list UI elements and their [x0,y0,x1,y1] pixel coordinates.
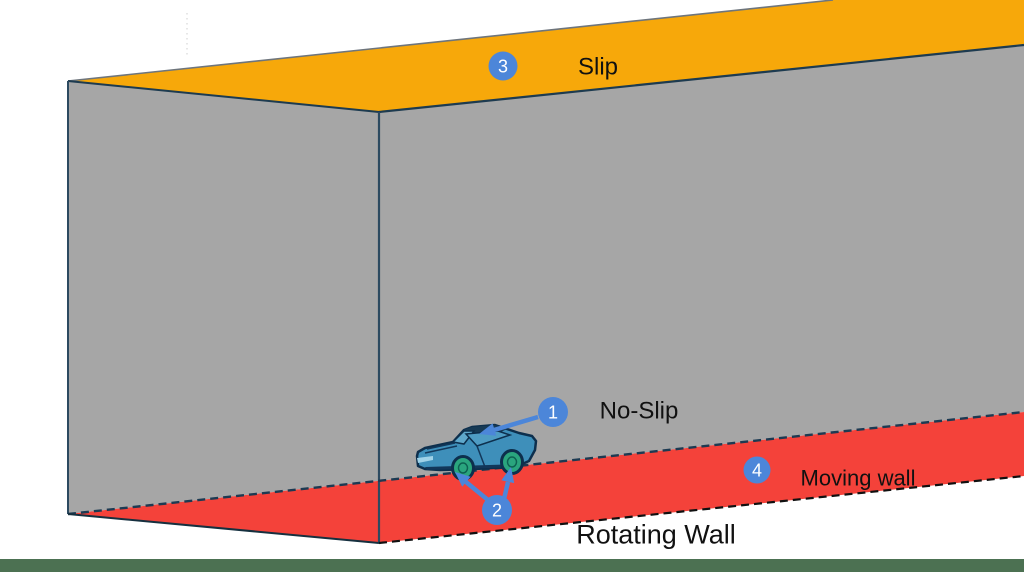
badge-1-circle [538,397,568,427]
top-left-edge [67,80,380,113]
badge-4-number: 4 [752,460,762,480]
bottom-bar [0,559,1024,572]
floor-near-edge-dashed [378,474,1024,545]
no-slip-arrow-head [479,423,497,436]
no-slip-label: No-Slip [600,397,679,424]
floor-left-edge [67,513,380,544]
front-wheel-arrow [455,472,490,502]
badge-1-number: 1 [548,402,558,422]
front-wheel-arrow-shaft [464,480,490,502]
car-rear-hub [506,456,518,468]
badge-3-circle [488,51,518,81]
moving-wall-floor-face [68,412,1024,543]
rear-wheel-arrow-head [501,467,515,484]
rear-wheel-arrow [501,467,515,500]
floor-far-edge-dashed [67,410,1024,516]
no-slip-arrow [479,414,539,436]
top-near-edge [378,43,1024,114]
car-hood-line-1 [426,442,456,450]
side-wall-face [68,45,1024,514]
front-wheel-arrow-head [455,472,471,487]
badge-1-marker: 1 [538,397,568,427]
badge-2-number: 2 [492,500,502,520]
car-door-line [476,445,486,468]
moving-wall-label: Moving wall [801,466,916,491]
car-hood-line-2 [424,445,458,454]
badge-2-circle [482,495,512,525]
badge-3-number: 3 [498,56,508,76]
rotating-wall-label: Rotating Wall [576,519,736,549]
badge-4-circle [743,456,771,484]
slip-label: Slip [578,53,618,80]
badge-2-marker: 2 [482,495,512,525]
car-front-hub [457,462,469,474]
car-front-accent [417,456,433,463]
car-rear-wheel [500,449,524,475]
slip-top-face [68,0,1024,112]
badge-3-marker: 3 [488,51,518,81]
rear-wheel-arrow-shaft [501,481,511,500]
top-far-edge [67,0,834,82]
badge-4-marker: 4 [743,456,771,484]
no-slip-arrow-shaft [493,414,539,433]
